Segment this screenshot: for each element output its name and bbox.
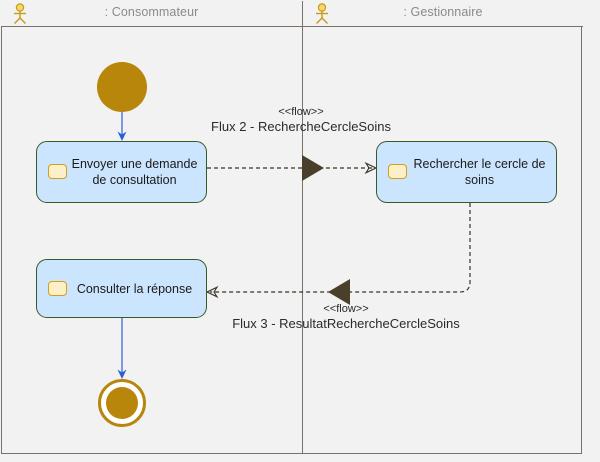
swimlane-title: : Gestionnaire [403,5,483,19]
final-node-icon[interactable] [98,379,146,427]
flow-stereotype: <<flow>> [323,303,369,315]
activity-node-consulter-reponse[interactable]: Consulter la réponse [36,259,207,318]
swimlane-header-gestionnaire[interactable]: : Gestionnaire [302,1,583,27]
swimlane-divider [302,27,303,454]
final-node-core [106,387,138,419]
activity-node-envoyer-demande[interactable]: Envoyer une demande de consultation [36,141,207,203]
activity-icon [48,280,67,296]
flow-name: Flux 3 - ResultatRechercheCercleSoins [232,316,460,331]
swimlane-title: : Consommateur [104,5,199,19]
activity-node-rechercher-cercle[interactable]: Rechercher le cercle de soins [376,141,557,203]
flow-label-flux-2: <<flow>> Flux 2 - RechercheCercleSoins [146,106,456,135]
diagram-frame [1,1,582,454]
initial-node-icon[interactable] [97,62,147,112]
activity-icon [48,164,67,179]
flow-label-flux-3: <<flow>> Flux 3 - ResultatRechercheCercl… [176,303,516,332]
actor-stick-figure-icon [14,3,26,24]
activity-icon [388,164,407,179]
swimlane-header-consommateur[interactable]: : Consommateur [1,1,302,27]
activity-label: Rechercher le cercle de soins [413,157,546,187]
flow-stereotype: <<flow>> [278,106,324,118]
actor-stick-figure-icon [316,3,328,24]
activity-label: Envoyer une demande de consultation [71,157,198,187]
flow-name: Flux 2 - RechercheCercleSoins [211,119,391,134]
activity-label: Consulter la réponse [76,281,193,296]
